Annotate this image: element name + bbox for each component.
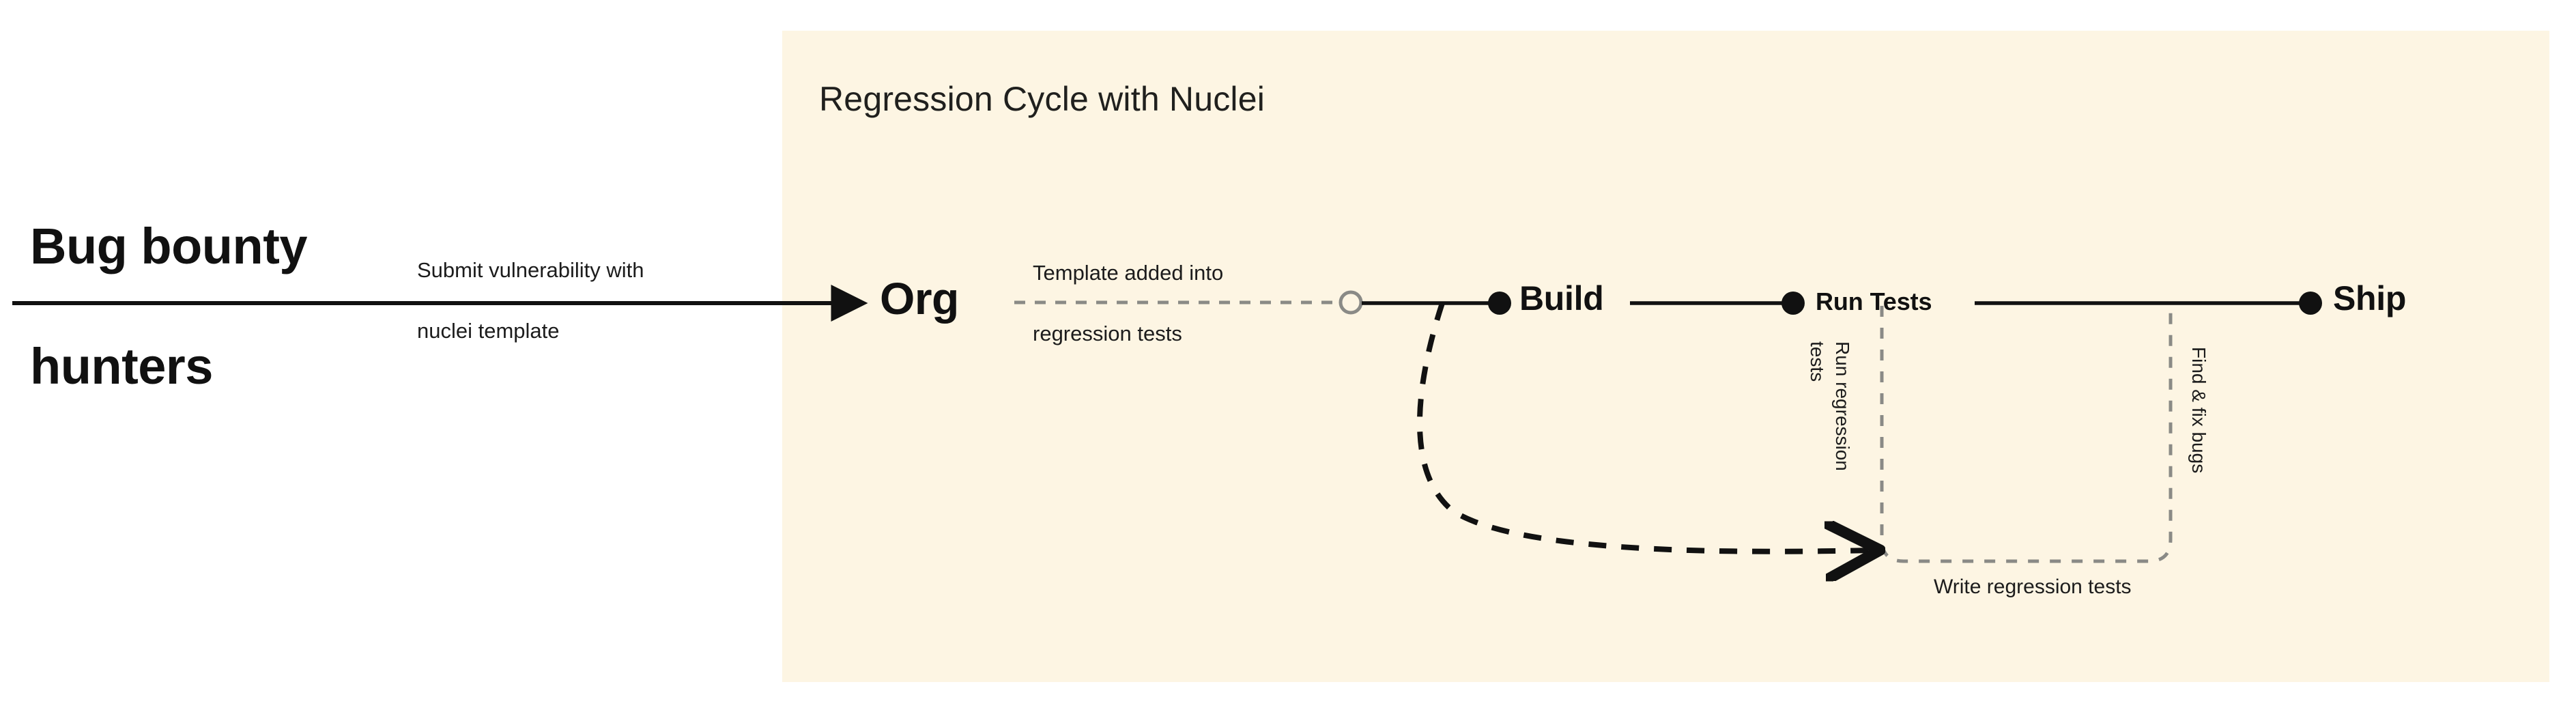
open-circle-node xyxy=(1339,290,1363,315)
source-label-line1: Bug bounty xyxy=(30,218,308,274)
panel-title: Regression Cycle with Nuclei xyxy=(819,80,1265,118)
edge-label-submit-line1: Submit vulnerability with xyxy=(417,258,644,282)
node-dot-ship xyxy=(2299,292,2322,315)
node-label-build[interactable]: Build xyxy=(1519,279,1604,317)
vertical-label-run-regression-tests-line2: tests xyxy=(1807,341,1828,382)
node-label-ship[interactable]: Ship xyxy=(2333,279,2407,317)
node-dot-runtests xyxy=(1781,292,1805,315)
source-label-line2: hunters xyxy=(30,338,213,395)
vertical-label-find-fix-bugs: Find & fix bugs xyxy=(2188,347,2209,474)
run-regression-feedback-arrow xyxy=(1417,302,1870,552)
node-label-org[interactable]: Org xyxy=(880,273,959,324)
node-label-runtests[interactable]: Run Tests xyxy=(1816,287,1932,315)
edge-label-template-added-line2: regression tests xyxy=(1033,322,1182,345)
edge-label-submit-line2: nuclei template xyxy=(417,319,560,343)
panel-background xyxy=(782,31,2549,682)
bracket-caption-write-regression-tests: Write regression tests xyxy=(1934,576,2132,598)
edge-label-template-added-line1: Template added into xyxy=(1033,261,1224,285)
node-dot-build xyxy=(1488,292,1511,315)
vertical-label-run-regression-tests-line1: Run regression xyxy=(1832,341,1853,471)
